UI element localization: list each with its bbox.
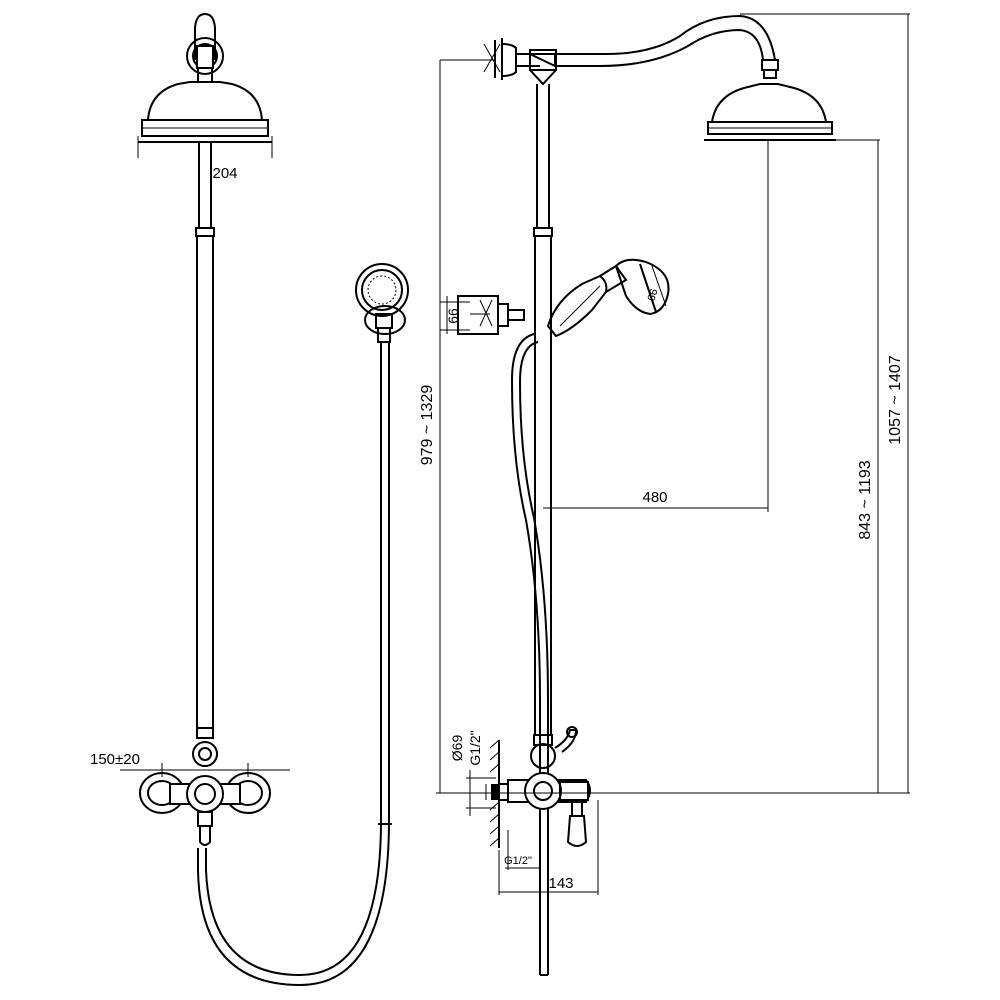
dim-total-height: 979 ~ 1329 [419, 385, 436, 466]
front-riser-pipe [195, 142, 215, 728]
front-shower-head [137, 81, 273, 158]
dim-head-height-line [600, 139, 910, 794]
side-riser-pipe [533, 84, 553, 735]
side-hand-shower [546, 258, 670, 338]
dim-depth-lines [498, 800, 599, 895]
front-view: 204 [90, 12, 409, 987]
side-tee-and-arm [529, 14, 779, 86]
side-hose [510, 333, 550, 976]
dim-inlet-thread-lower: G1/2" [504, 855, 532, 867]
front-hose [197, 342, 392, 987]
dim-overall-height: 1057 ~ 1407 [887, 355, 904, 445]
dim-inlet-thread-upper: G1/2" [467, 730, 483, 765]
dim-inlet-spacing-line [120, 763, 290, 777]
side-shower-head [704, 83, 836, 141]
dim-holder-size: 66 [445, 308, 461, 324]
dim-hand-shower-diameter: 66 [646, 287, 661, 302]
dim-head-diameter: 204 [212, 165, 237, 182]
side-top-wall-mount [440, 38, 540, 80]
dim-head-height: 843 ~ 1193 [857, 460, 874, 539]
side-wall [489, 739, 508, 848]
side-view: 66 66 [419, 13, 910, 976]
dim-depth: 143 [548, 875, 573, 892]
dim-inlet-diameter: Ø69 [449, 735, 465, 762]
dim-arm-reach-line [543, 140, 769, 512]
front-hand-shower [355, 263, 409, 343]
front-head-bracket [186, 12, 224, 83]
dim-arm-reach: 480 [642, 489, 667, 506]
front-mixer [139, 727, 271, 846]
dim-overall-height-line [740, 13, 910, 793]
dim-total-height-line [436, 60, 600, 794]
side-holder [440, 295, 525, 335]
dim-inlet-spacing: 150±20 [90, 751, 140, 768]
side-mixer [507, 726, 591, 847]
